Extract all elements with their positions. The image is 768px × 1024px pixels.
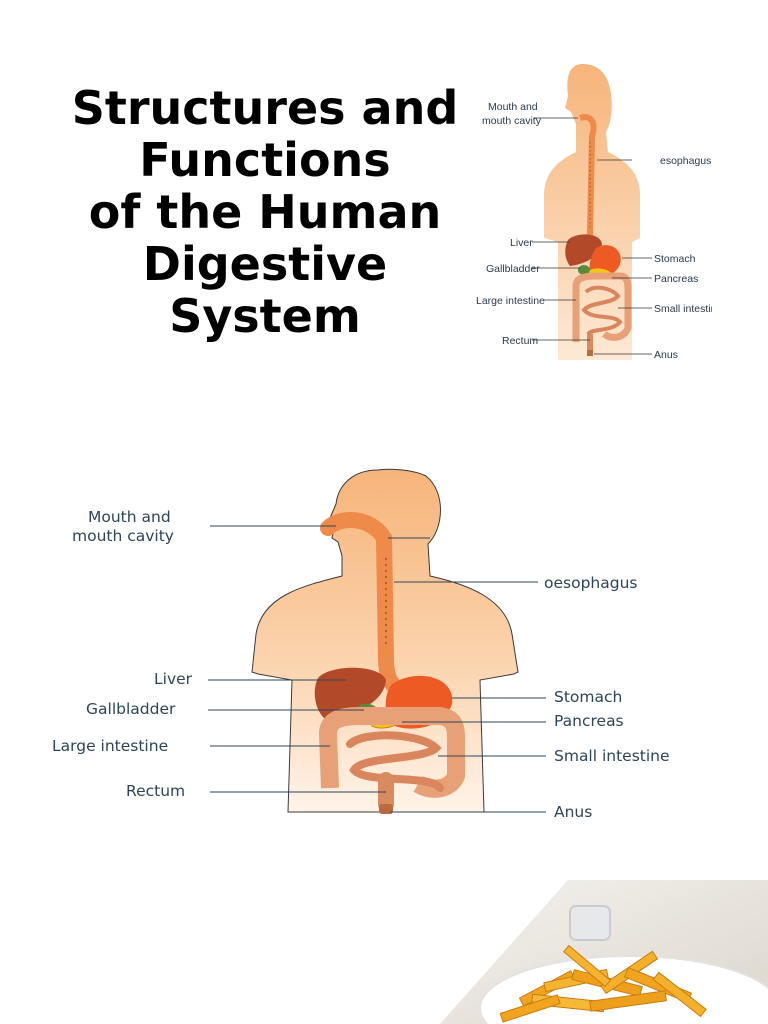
liver bbox=[565, 234, 602, 266]
title-line: Digestive bbox=[142, 237, 388, 291]
label-large-intestine: Large intestine bbox=[52, 737, 168, 755]
label-stomach: Stomach bbox=[554, 688, 622, 706]
french-fries bbox=[499, 944, 707, 1023]
label-small-intestine: Small intestine bbox=[554, 747, 670, 765]
leader-lines-large bbox=[208, 525, 546, 813]
page-title: Structures and Functions of the Human Di… bbox=[40, 82, 490, 342]
label-gallbladder: Gallbladder bbox=[86, 700, 176, 718]
large-intestine bbox=[572, 272, 632, 342]
liver bbox=[314, 667, 386, 720]
digestive-diagram-large: Mouth and mouth cavity oesophagus Liver … bbox=[52, 468, 670, 821]
label-large-intestine: Large intestine bbox=[476, 295, 545, 307]
label-liver: Liver bbox=[510, 237, 533, 249]
cup bbox=[569, 905, 611, 941]
leader-lines-small bbox=[532, 117, 652, 355]
label-anus: Anus bbox=[654, 349, 678, 361]
label-rectum: Rectum bbox=[126, 782, 185, 800]
anus bbox=[587, 350, 593, 356]
title-line: of the Human bbox=[88, 185, 442, 239]
label-gallbladder: Gallbladder bbox=[486, 263, 540, 275]
title-line: Functions bbox=[139, 133, 391, 187]
label-esophagus: esophagus bbox=[660, 155, 711, 167]
label-liver: Liver bbox=[154, 670, 193, 688]
gallbladder bbox=[578, 265, 590, 275]
small-intestine bbox=[346, 731, 444, 792]
label-mouth: mouth cavity bbox=[72, 527, 174, 545]
label-mouth: Mouth and bbox=[88, 508, 171, 526]
label-anus: Anus bbox=[554, 803, 592, 821]
digestive-diagram-small: Mouth and mouth cavity esophagus Liver G… bbox=[476, 64, 712, 361]
title-line: System bbox=[169, 289, 361, 343]
label-esophagus: oesophagus bbox=[544, 574, 637, 592]
label-pancreas: Pancreas bbox=[654, 273, 698, 285]
french-fries-photo bbox=[440, 880, 768, 1024]
label-mouth: mouth cavity bbox=[482, 115, 542, 127]
label-stomach: Stomach bbox=[654, 253, 696, 265]
label-small-intestine: Small intestine bbox=[654, 303, 712, 315]
small-intestine bbox=[581, 285, 623, 336]
anus bbox=[379, 804, 393, 814]
label-pancreas: Pancreas bbox=[554, 712, 624, 730]
title-line: Structures and bbox=[71, 81, 459, 135]
label-rectum: Rectum bbox=[502, 335, 538, 347]
label-mouth: Mouth and bbox=[488, 101, 538, 113]
